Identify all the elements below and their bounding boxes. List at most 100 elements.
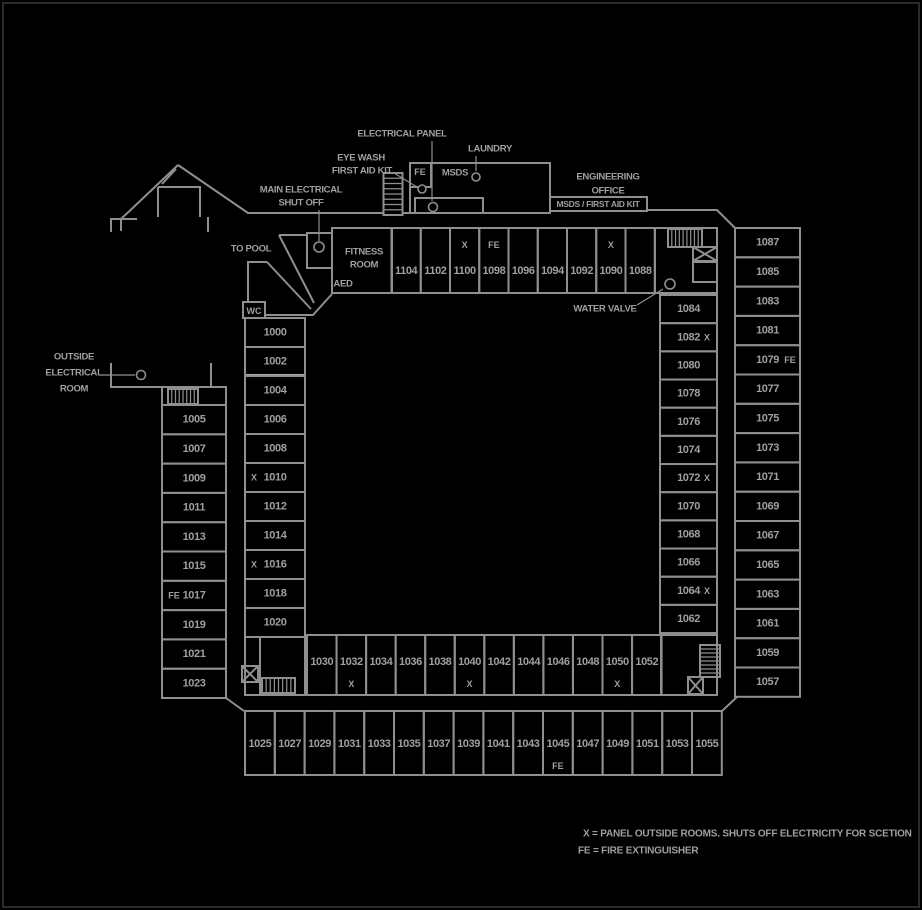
outside-electrical-circle-icon bbox=[135, 369, 147, 381]
room-cell: 1033 bbox=[363, 710, 396, 776]
room-cell: 1085 bbox=[734, 256, 801, 288]
outside-electrical-label-1: OUTSIDE bbox=[54, 352, 94, 363]
room-number: 1030 bbox=[310, 656, 333, 668]
eye-wash-circle-icon bbox=[417, 184, 427, 194]
room-number: 1059 bbox=[756, 647, 779, 659]
room-number: 1035 bbox=[397, 738, 420, 750]
room-cell: 1104 bbox=[390, 227, 422, 294]
room-number: 1104 bbox=[395, 265, 419, 277]
room-cell: 1053 bbox=[661, 710, 694, 776]
room-number: 1053 bbox=[666, 738, 689, 750]
room-number: 1033 bbox=[368, 738, 391, 750]
main-shutoff-circle-icon bbox=[313, 241, 325, 253]
outside-electrical-label-3: ROOM bbox=[60, 384, 89, 395]
room-number: 1051 bbox=[636, 738, 659, 750]
fitness-room-label-1: FITNESS bbox=[345, 247, 383, 258]
room-number: 1049 bbox=[606, 738, 629, 750]
room-cell: 1002 bbox=[244, 346, 306, 377]
stairs-icon bbox=[667, 228, 703, 248]
room-number: 1080 bbox=[677, 359, 700, 371]
room-number: 1019 bbox=[183, 619, 206, 631]
room-cell: 1087 bbox=[734, 227, 801, 259]
room-number: 1067 bbox=[756, 530, 779, 542]
room-number: 1031 bbox=[338, 738, 361, 750]
room-number: 1043 bbox=[517, 738, 540, 750]
room-cell: 1023 bbox=[161, 667, 227, 700]
aed-label: AED bbox=[333, 279, 353, 290]
room-cell: 1084 bbox=[659, 294, 718, 325]
laundry-circle-icon bbox=[471, 172, 481, 182]
electrical-panel-label: ELECTRICAL PANEL bbox=[357, 129, 447, 140]
room-cell: 1006 bbox=[244, 404, 306, 435]
room-number: 1076 bbox=[677, 416, 700, 428]
fitness-room-label-2: ROOM bbox=[350, 260, 379, 271]
room-cell: 1068 bbox=[659, 519, 718, 550]
room-number: 1050 bbox=[606, 656, 629, 668]
room-cell: 1007 bbox=[161, 433, 227, 465]
room-cell: 1047 bbox=[571, 710, 604, 776]
room-number: 1100 bbox=[453, 265, 476, 277]
fe-box-label: FE bbox=[414, 167, 426, 177]
room-cell: 1018 bbox=[244, 578, 306, 609]
room-number: 1075 bbox=[756, 412, 779, 424]
room-cell: 1051 bbox=[631, 710, 664, 776]
room-cell: 1062 bbox=[659, 603, 718, 635]
room-number: 1010 bbox=[264, 472, 287, 484]
room-cell: 1037 bbox=[422, 710, 455, 776]
room-cell: 1059 bbox=[734, 637, 801, 669]
room-cell: 1041 bbox=[482, 710, 515, 776]
room-number: 1064 bbox=[677, 585, 701, 597]
room-cell: 1039 bbox=[452, 710, 485, 776]
room-cell: 1063 bbox=[734, 578, 801, 610]
room-number: 1046 bbox=[547, 656, 570, 668]
room-cell: 1019 bbox=[161, 609, 227, 641]
room-cell: 1049 bbox=[601, 710, 634, 776]
room-number: 1066 bbox=[677, 557, 700, 569]
room-cell: 1066 bbox=[659, 547, 718, 578]
main-shutoff-label-1: MAIN ELECTRICAL bbox=[260, 185, 343, 196]
main-shutoff-label-2: SHUT OFF bbox=[278, 198, 324, 209]
room-number: 1069 bbox=[756, 500, 779, 512]
room-cell: 1061 bbox=[734, 607, 801, 640]
room-cell: 1025 bbox=[244, 710, 276, 776]
water-valve-label: WATER VALVE bbox=[573, 304, 636, 315]
room-number: 1004 bbox=[264, 385, 288, 397]
room-number: 1042 bbox=[488, 656, 511, 668]
room-number: 1017 bbox=[183, 589, 206, 601]
msds-first-aid-kit-box bbox=[549, 196, 648, 212]
room-number: 1036 bbox=[399, 656, 422, 668]
room-number: 1073 bbox=[756, 442, 779, 454]
eye-wash-box-outline bbox=[414, 197, 484, 214]
room-number: 1077 bbox=[756, 383, 779, 395]
outer-corner-diagonals bbox=[225, 696, 738, 712]
elevator-x-icon bbox=[692, 246, 718, 262]
legend-line-fe: FE = FIRE EXTINGUISHER bbox=[578, 846, 699, 857]
room-cell: 1031 bbox=[333, 710, 366, 776]
elevator-x-icon bbox=[687, 676, 704, 695]
room-number: 1092 bbox=[570, 265, 593, 277]
room-number: 1072 bbox=[677, 472, 700, 484]
stairs-icon bbox=[699, 644, 721, 678]
room-cell: 1004 bbox=[244, 375, 306, 406]
room-number: 1090 bbox=[599, 265, 622, 277]
top-wall bbox=[403, 209, 736, 229]
room-number: 1094 bbox=[541, 265, 565, 277]
corner-box-top-right-inner bbox=[692, 261, 718, 283]
room-number: 1098 bbox=[482, 265, 505, 277]
room-mark: X bbox=[467, 679, 473, 689]
stairs-icon bbox=[167, 388, 199, 405]
room-cell: 1036 bbox=[394, 634, 427, 696]
room-cell: 1073 bbox=[734, 432, 801, 464]
room-number: 1020 bbox=[264, 617, 287, 629]
room-number: 1007 bbox=[183, 443, 206, 455]
room-cell: 1012 bbox=[244, 491, 306, 522]
room-number: 1012 bbox=[264, 501, 287, 513]
